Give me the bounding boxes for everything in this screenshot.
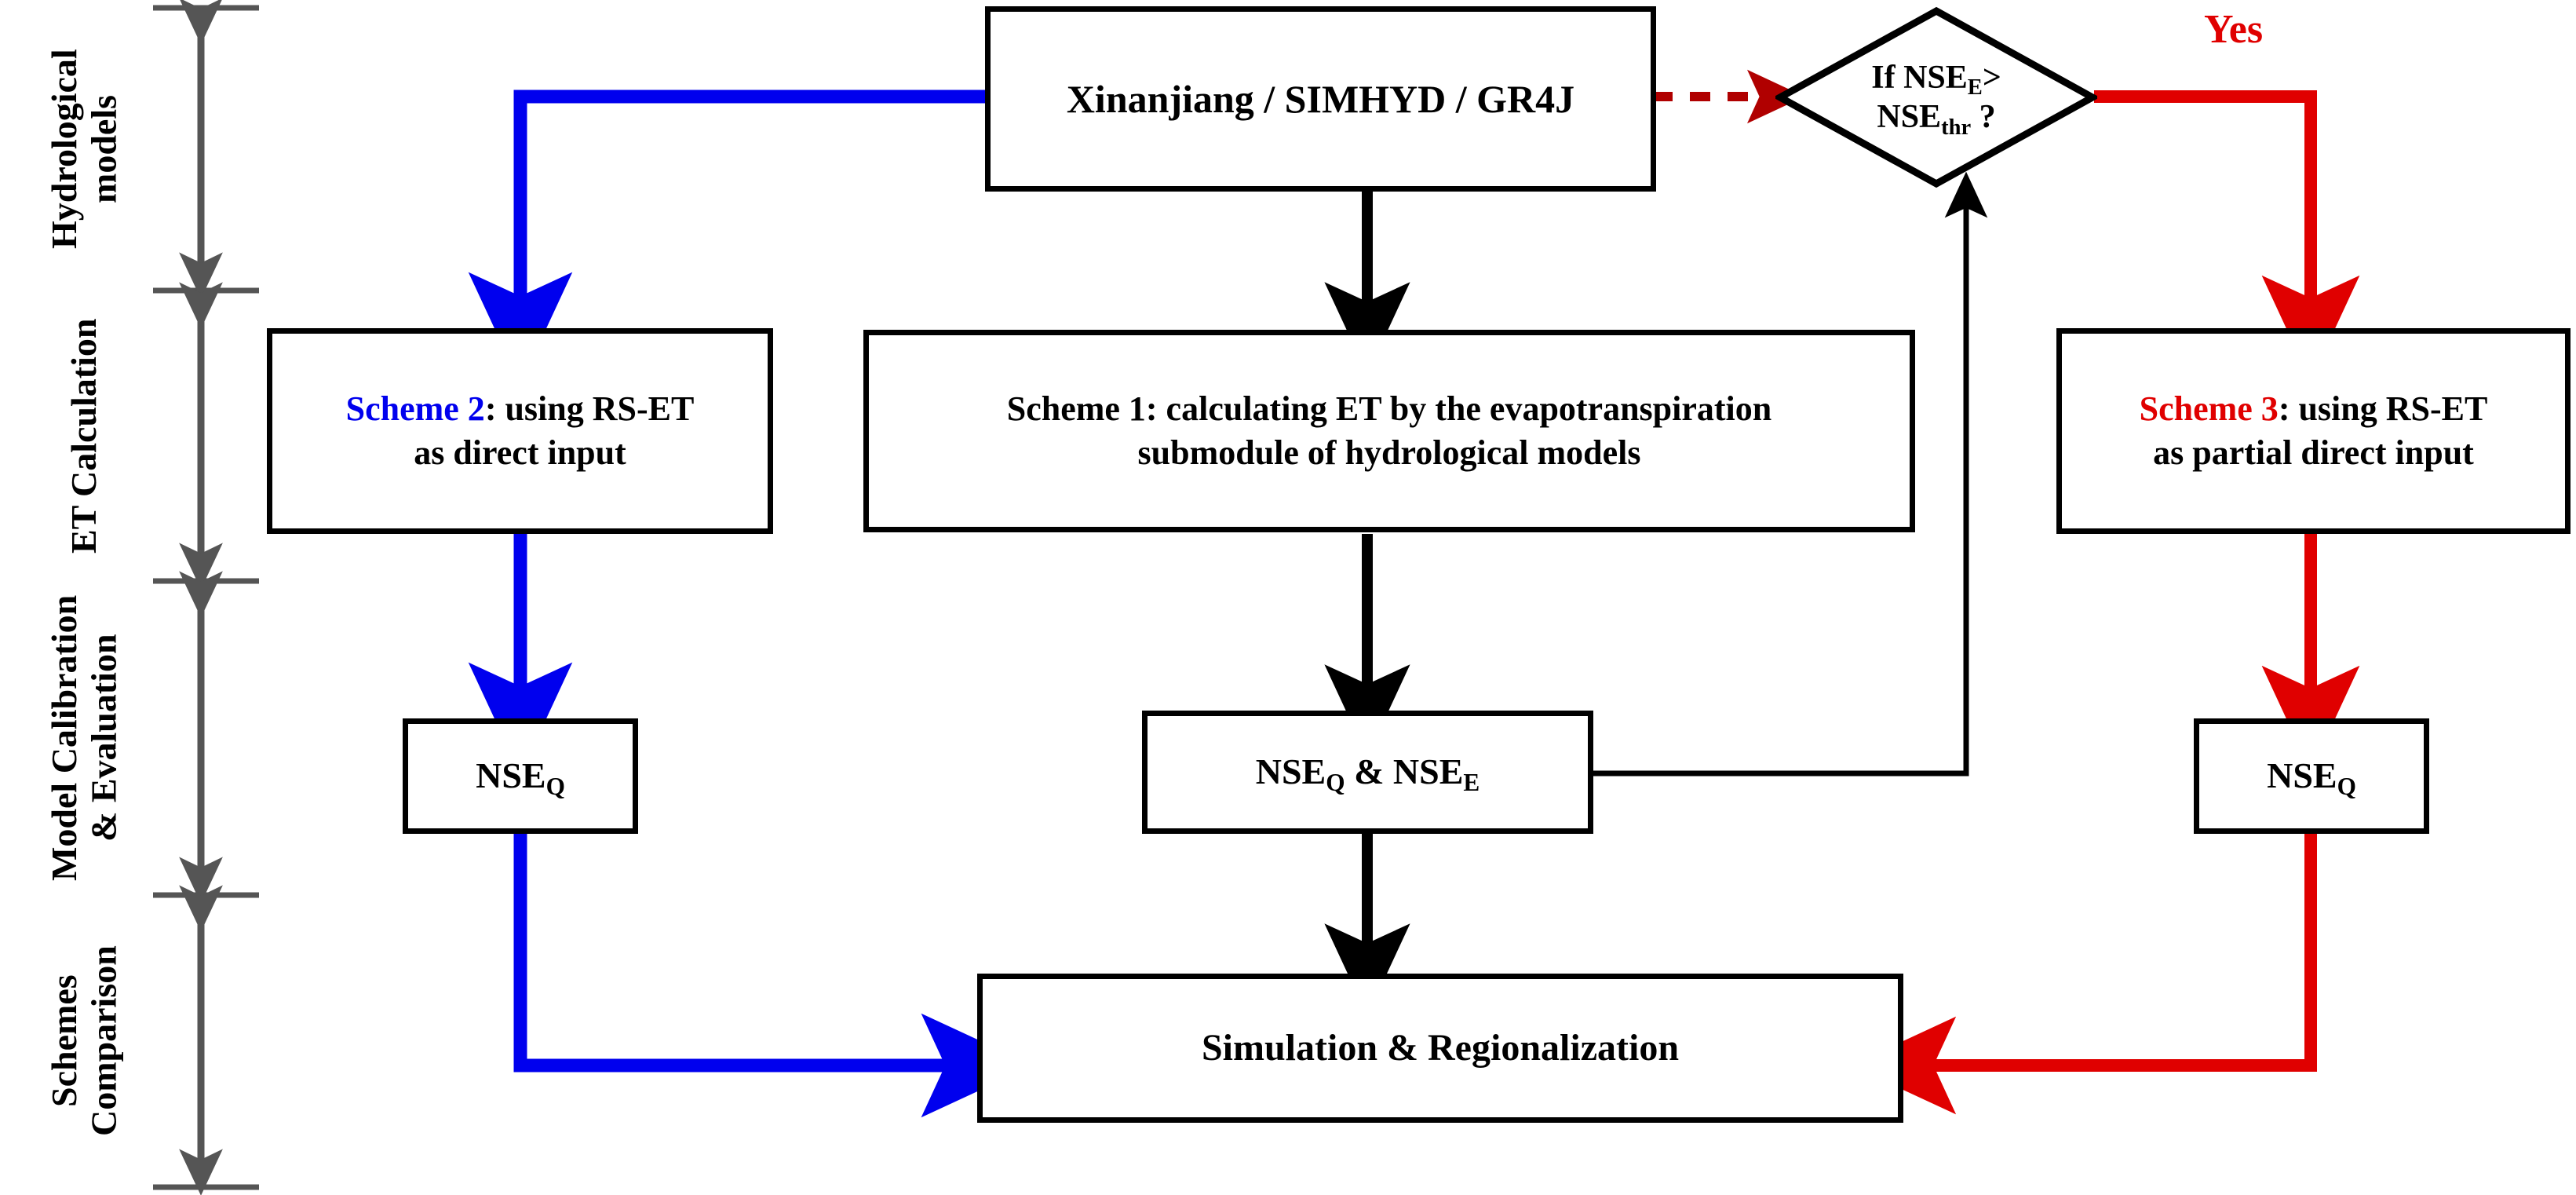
scheme3-line2: as partial direct input (2153, 433, 2474, 472)
node-label: Xinanjiang / SIMHYD / GR4J (1066, 77, 1575, 121)
edge-label-yes: Yes (2204, 6, 2263, 53)
nse-left-prefix: NSE (476, 755, 546, 796)
scheme1-rest: : calculating ET by the evapotranspirati… (1145, 389, 1772, 428)
nse-center-subscript2: E (1463, 769, 1480, 797)
decision-line2-suffix: ? (1971, 99, 1996, 135)
node-nse-q-and-nse-e[interactable]: NSEQ & NSEE (1142, 711, 1593, 834)
nse-center-subscript1: Q (1326, 769, 1345, 797)
node-nse-q-right[interactable]: NSEQ (2194, 718, 2429, 834)
edge-models-to-scheme2 (468, 90, 985, 385)
edge-decision-to-scheme3 (2094, 90, 2360, 382)
scheme1-line2: submodule of hydrological models (1137, 433, 1641, 472)
node-simulation-regionalization[interactable]: Simulation & Regionalization (977, 974, 1903, 1123)
scheme2-rest: : using RS-ET (484, 389, 695, 428)
decision-line2-subscript: thr (1941, 115, 1972, 140)
node-scheme-2[interactable]: Scheme 2: using RS-ET as direct input (267, 328, 773, 534)
diamond-shape (1775, 6, 2097, 188)
scheme2-name: Scheme 2 (345, 389, 485, 428)
scheme2-line2: as direct input (414, 433, 626, 472)
stage-axis (153, 0, 259, 1195)
node-scheme-1[interactable]: Scheme 1: calculating ET by the evapotra… (863, 330, 1915, 532)
nse-center-prefix2: NSE (1392, 751, 1464, 792)
nse-center-sep: & (1345, 751, 1393, 792)
node-hydrological-models[interactable]: Xinanjiang / SIMHYD / GR4J (985, 6, 1656, 192)
decision-line1-subscript: E (1967, 75, 1983, 100)
node-decision-nse-threshold[interactable]: If NSEE> NSEthr ? (1775, 6, 2097, 188)
decision-line1-prefix: If NSE (1871, 59, 1968, 96)
final-label: Simulation & Regionalization (1201, 1027, 1680, 1069)
node-nse-q-left[interactable]: NSEQ (403, 718, 638, 834)
nse-right-subscript: Q (2337, 773, 2356, 801)
decision-line2-prefix: NSE (1877, 99, 1942, 135)
yes-text: Yes (2204, 7, 2264, 52)
decision-text: If NSEE> NSEthr ? (1775, 6, 2097, 188)
scheme1-name: Scheme 1 (1006, 389, 1146, 428)
edge-nse-center-to-decision-feedback (1593, 171, 1988, 777)
scheme3-rest: : using RS-ET (2278, 389, 2488, 428)
scheme3-name: Scheme 3 (2139, 389, 2279, 428)
edge-nseq-right-to-final (1850, 834, 2317, 1115)
edge-nseq-left-to-final (513, 834, 1034, 1118)
nse-center-prefix1: NSE (1255, 751, 1326, 792)
node-scheme-3[interactable]: Scheme 3: using RS-ET as partial direct … (2056, 328, 2571, 534)
decision-line1-suffix: > (1982, 59, 2001, 96)
nse-right-prefix: NSE (2267, 755, 2337, 796)
nse-left-subscript: Q (545, 773, 565, 801)
